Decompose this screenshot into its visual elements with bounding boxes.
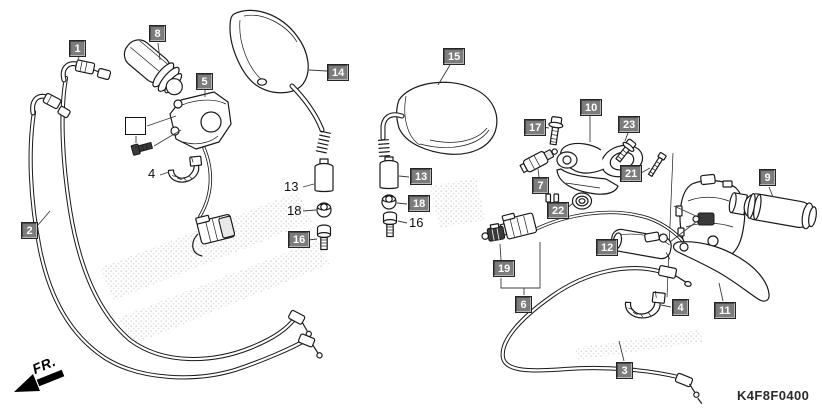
- mirror-bolt-right-drawing: [382, 211, 398, 238]
- label-16-right: 16: [409, 215, 424, 230]
- throttle-grip-drawing: [123, 39, 183, 96]
- callout-11[interactable]: 11: [714, 302, 736, 319]
- callout-6[interactable]: 6: [515, 296, 532, 313]
- mirror-nut-left-drawing: [316, 202, 332, 218]
- mirror-adapter-left-drawing: [314, 158, 334, 193]
- dot-shading: [100, 178, 703, 360]
- callout-8[interactable]: 8: [149, 25, 166, 42]
- flange-bolt-17-drawing: [548, 116, 564, 146]
- empty-callout-box: [125, 117, 146, 135]
- callout-5[interactable]: 5: [196, 73, 213, 90]
- label-18-left: 18: [287, 203, 302, 218]
- sensor-19-drawing: [481, 223, 506, 242]
- callout-3[interactable]: 3: [616, 362, 633, 379]
- label-4-left: 4: [148, 166, 156, 181]
- callout-23[interactable]: 23: [618, 116, 641, 133]
- flange-bolt-23-drawing: [615, 138, 637, 163]
- cable-clamp-right-drawing: [624, 290, 666, 319]
- callout-13-right[interactable]: 13: [410, 168, 433, 185]
- wire-connector-left-drawing: [192, 214, 236, 257]
- mirror-adapter-right-drawing: [379, 156, 399, 190]
- callout-9[interactable]: 9: [759, 169, 776, 186]
- brake-switch-7-drawing: [519, 148, 558, 174]
- callout-16-left[interactable]: 16: [288, 231, 311, 248]
- right-mirror-drawing: [377, 81, 498, 157]
- callout-17[interactable]: 17: [524, 119, 547, 136]
- callout-21[interactable]: 21: [620, 165, 643, 182]
- callout-4-right[interactable]: 4: [672, 299, 689, 316]
- callout-2[interactable]: 2: [21, 222, 38, 239]
- callout-14[interactable]: 14: [327, 64, 350, 81]
- clutch-cable-3-drawing: [503, 265, 703, 404]
- callout-22[interactable]: 22: [547, 202, 570, 219]
- right-switch-housing-drawing: [669, 173, 746, 262]
- grip-9-drawing: [728, 192, 817, 230]
- throttle-cable-2-drawing: [31, 92, 323, 377]
- left-switch-housing-drawing: [169, 91, 232, 218]
- mirror-nut-right-drawing: [381, 194, 397, 210]
- empty-box-screw-drawing: [130, 115, 182, 156]
- throttle-cable-1-drawing: [63, 59, 312, 359]
- callout-12[interactable]: 12: [596, 239, 619, 256]
- callout-1[interactable]: 1: [69, 40, 86, 57]
- diagram-code: K4F8F0400: [737, 388, 810, 403]
- callout-10[interactable]: 10: [580, 99, 603, 116]
- brake-lever-11-drawing: [644, 231, 770, 302]
- callout-15[interactable]: 15: [443, 48, 466, 65]
- screw-21-drawing: [647, 152, 667, 177]
- mirror-bolt-left-drawing: [316, 224, 332, 251]
- lever-cover-12-drawing: [610, 228, 672, 260]
- callout-19[interactable]: 19: [493, 260, 516, 277]
- fr-direction-arrow-icon: [14, 369, 65, 392]
- left-mirror-drawing: [229, 9, 331, 154]
- label-13-left: 13: [284, 179, 299, 194]
- callout-7[interactable]: 7: [532, 177, 549, 194]
- cable-clamp-left-drawing: [167, 155, 203, 183]
- callout-18-right[interactable]: 18: [408, 195, 431, 212]
